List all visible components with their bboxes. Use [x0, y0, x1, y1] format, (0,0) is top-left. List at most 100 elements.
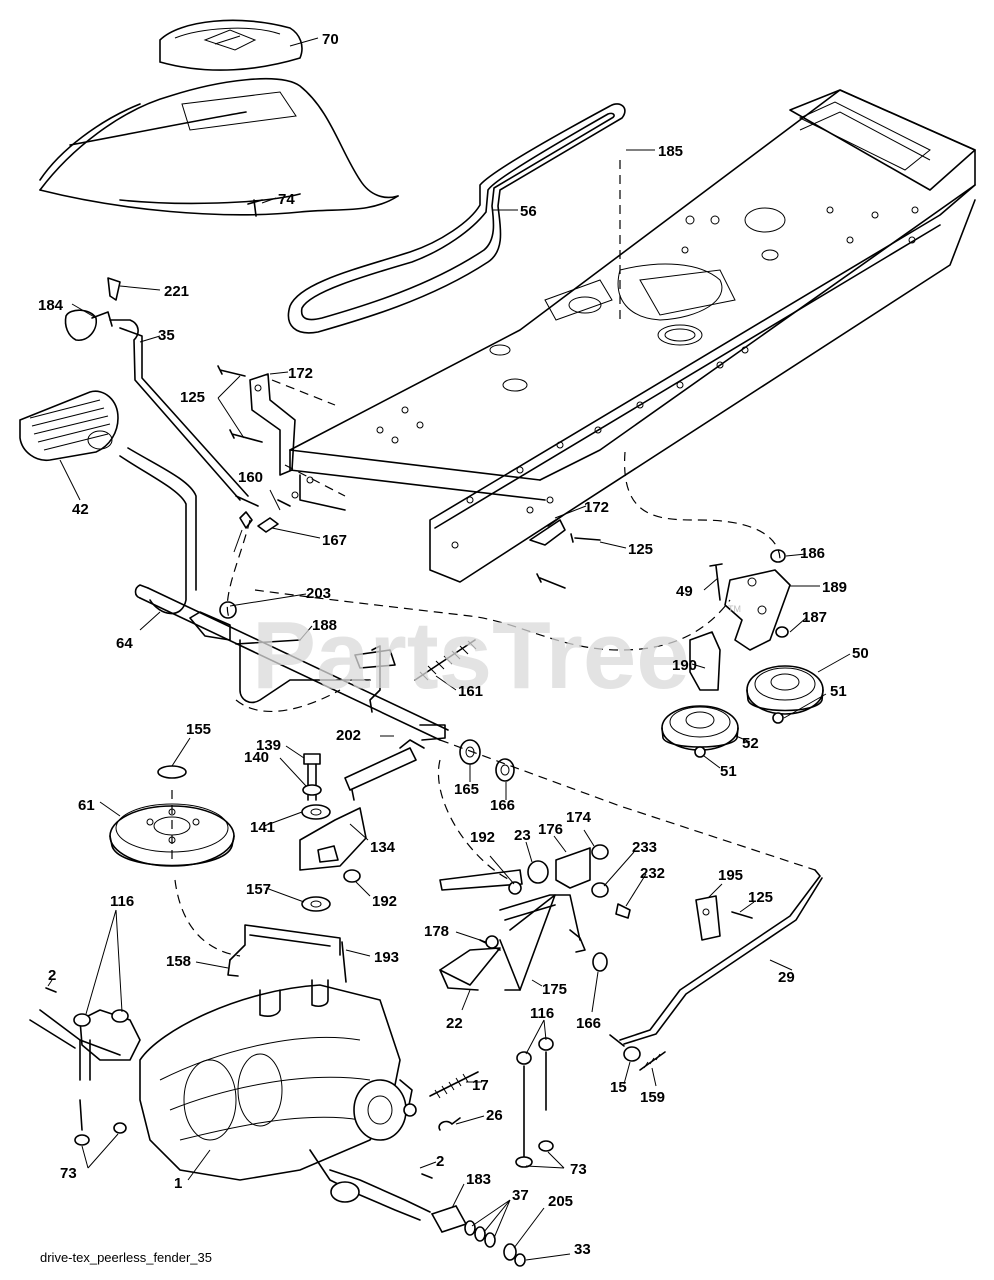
callout-23: 23 [514, 827, 531, 844]
rod-29 [609, 869, 823, 1047]
rod-158 [227, 924, 347, 983]
callout-165: 165 [454, 781, 479, 798]
callout-61: 61 [78, 797, 95, 814]
callout-52: 52 [742, 735, 759, 752]
callout-187: 187 [802, 609, 827, 626]
callout-221: 221 [164, 283, 189, 300]
callout-185: 185 [658, 143, 683, 160]
pins-160-167 [239, 499, 291, 533]
callout-64: 64 [116, 635, 133, 652]
callout-73-left: 73 [60, 1165, 77, 1182]
axle-bolts [45, 987, 433, 1179]
callout-15: 15 [610, 1079, 627, 1096]
callout-205: 205 [548, 1193, 573, 1210]
bolt-15-159 [623, 1046, 666, 1071]
callout-125-upper: 125 [180, 389, 205, 406]
callout-140: 140 [244, 749, 269, 766]
bracket-176 [527, 844, 631, 972]
callout-22: 22 [446, 1015, 463, 1032]
callout-labels: 70 74 56 185 221 184 35 172 125 42 160 1… [38, 31, 869, 1258]
callout-174: 174 [566, 809, 592, 826]
callout-192-left: 192 [372, 893, 397, 910]
spring-161 [414, 639, 477, 681]
callout-134: 134 [370, 839, 396, 856]
callout-172-upper: 172 [288, 365, 313, 382]
callout-116-right: 116 [530, 1005, 554, 1022]
bracket-172 [249, 373, 566, 546]
clip-26 [438, 1117, 461, 1131]
bracket-195 [695, 895, 721, 941]
callout-161: 161 [458, 683, 483, 700]
watermark-trademark: TM [728, 604, 741, 614]
washer-157 [301, 896, 331, 912]
callout-26: 26 [486, 1107, 503, 1124]
diagram-caption: drive-tex_peerless_fender_35 [40, 1250, 212, 1265]
callout-29: 29 [778, 969, 795, 986]
callout-70: 70 [322, 31, 339, 48]
washer-165-166 [459, 739, 515, 782]
retainer-155 [157, 765, 187, 779]
callout-51-lower: 51 [720, 763, 737, 780]
bolt-139 [301, 753, 331, 820]
callout-175: 175 [542, 981, 567, 998]
callout-193: 193 [374, 949, 399, 966]
callout-186: 186 [800, 545, 825, 562]
callout-56: 56 [520, 203, 537, 220]
callout-184: 184 [38, 297, 64, 314]
callout-141: 141 [250, 819, 275, 836]
callout-1: 1 [174, 1175, 182, 1192]
brake-pedal [19, 390, 197, 615]
callout-159: 159 [640, 1089, 665, 1106]
callout-167: 167 [322, 532, 347, 549]
axle-parts [430, 1205, 526, 1267]
leader-lines [47, 37, 851, 1261]
drive-belt [287, 103, 626, 334]
callout-176: 176 [538, 821, 563, 838]
callout-158: 158 [166, 953, 191, 970]
bolts-125 [217, 365, 753, 919]
fender-cover [39, 19, 399, 217]
callout-51-upper: 51 [830, 683, 847, 700]
callout-50: 50 [852, 645, 869, 662]
callout-35: 35 [158, 327, 175, 344]
callout-233: 233 [632, 839, 657, 856]
belt-path-dashed [171, 160, 816, 957]
callout-203: 203 [306, 585, 331, 602]
rod-35 [109, 319, 259, 507]
callout-2-upper: 2 [48, 967, 56, 984]
callout-192-right: 192 [470, 829, 495, 846]
callout-166-upper: 166 [490, 797, 515, 814]
callout-160-upper: 160 [238, 469, 263, 486]
callout-49: 49 [676, 583, 693, 600]
pulley-50 [746, 665, 824, 724]
plate-190 [689, 631, 721, 691]
callout-125-lower: 125 [748, 889, 773, 906]
watermark-text: PartsTree [252, 602, 690, 709]
callout-74: 74 [278, 191, 295, 208]
callout-178: 178 [424, 923, 449, 940]
callout-183: 183 [466, 1171, 491, 1188]
spring-17 [429, 1071, 479, 1099]
callout-33: 33 [574, 1241, 591, 1258]
callout-2-lower: 2 [436, 1153, 444, 1170]
idler-bracket-189 [709, 563, 791, 651]
clip-221 [107, 277, 121, 301]
arm-202 [344, 739, 425, 801]
callout-37: 37 [512, 1187, 529, 1204]
cap-184 [64, 309, 113, 341]
tractor-frame [289, 89, 976, 583]
callout-202: 202 [336, 727, 361, 744]
callout-155: 155 [186, 721, 211, 738]
callout-139: 139 [256, 737, 281, 754]
callout-166-lower: 166 [576, 1015, 601, 1032]
callout-172-lower: 172 [584, 499, 609, 516]
callout-17: 17 [472, 1077, 489, 1094]
callout-190: 190 [672, 657, 697, 674]
callout-195: 195 [718, 867, 743, 884]
callout-232: 232 [640, 865, 665, 882]
control-lever-175 [439, 869, 581, 991]
callout-125-middle: 125 [628, 541, 653, 558]
callout-116-left: 116 [110, 893, 134, 910]
callout-189: 189 [822, 579, 847, 596]
